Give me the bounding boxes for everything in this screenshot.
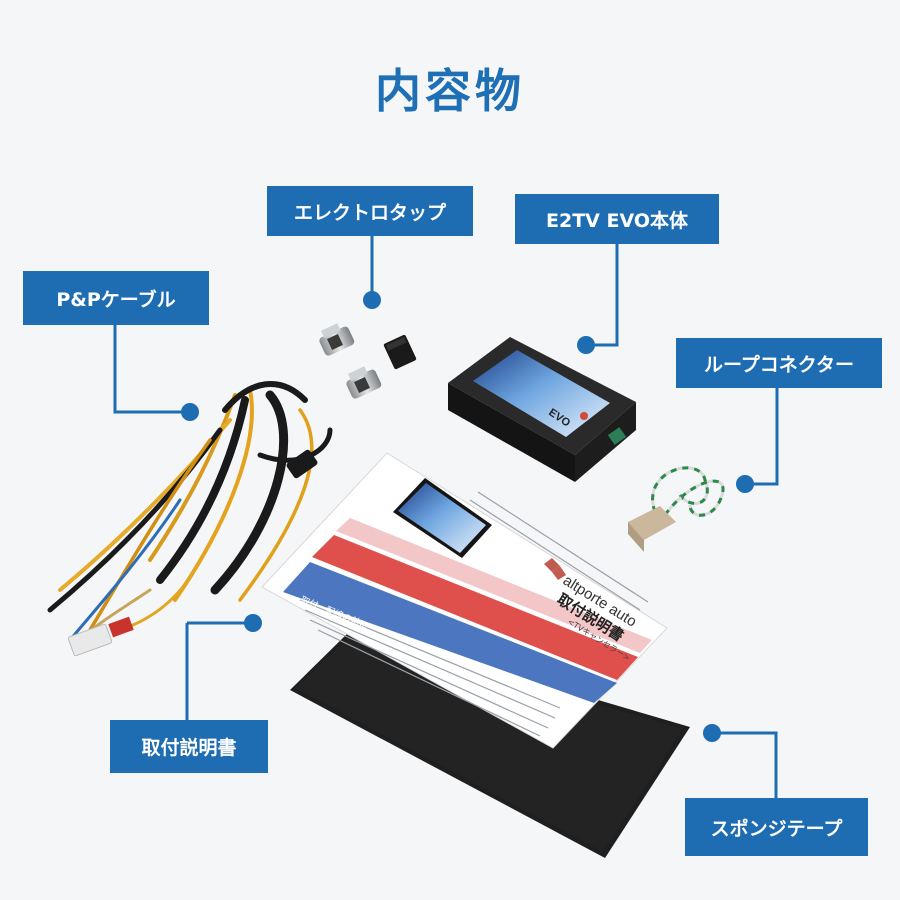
dot-pp-cable <box>181 403 199 421</box>
line-pp-cable <box>113 325 190 414</box>
label-manual: 取付説明書 <box>110 720 268 773</box>
page-title: 内容物 <box>375 64 525 118</box>
callout-lines <box>113 236 779 798</box>
label-main-unit: E2TV EVO本体 <box>515 194 719 244</box>
label-sponge-tape: スポンジテープ <box>685 798 868 856</box>
dot-sponge <box>703 724 721 742</box>
line-sponge <box>716 731 778 798</box>
electro-taps <box>319 323 417 399</box>
dot-electro-tap <box>363 291 381 309</box>
loop-connector <box>628 466 725 552</box>
line-loop-connector <box>745 388 779 486</box>
label-pp-cable: P&Pケーブル <box>23 271 209 325</box>
label-electro-tap: エレクトロタップ <box>267 186 473 236</box>
main-unit-device: EVO <box>448 337 636 482</box>
manual-sheet: altporte auto 取付説明書 <TVキャンセラー> 取付・配線の前に <box>261 452 668 749</box>
callout-dots <box>181 291 754 742</box>
dot-main-unit <box>577 336 595 354</box>
label-loop-connector: ループコネクター <box>676 338 882 388</box>
dot-loop-connector <box>736 475 754 493</box>
pp-cable-bundle <box>47 381 333 642</box>
line-main-unit <box>586 244 619 347</box>
